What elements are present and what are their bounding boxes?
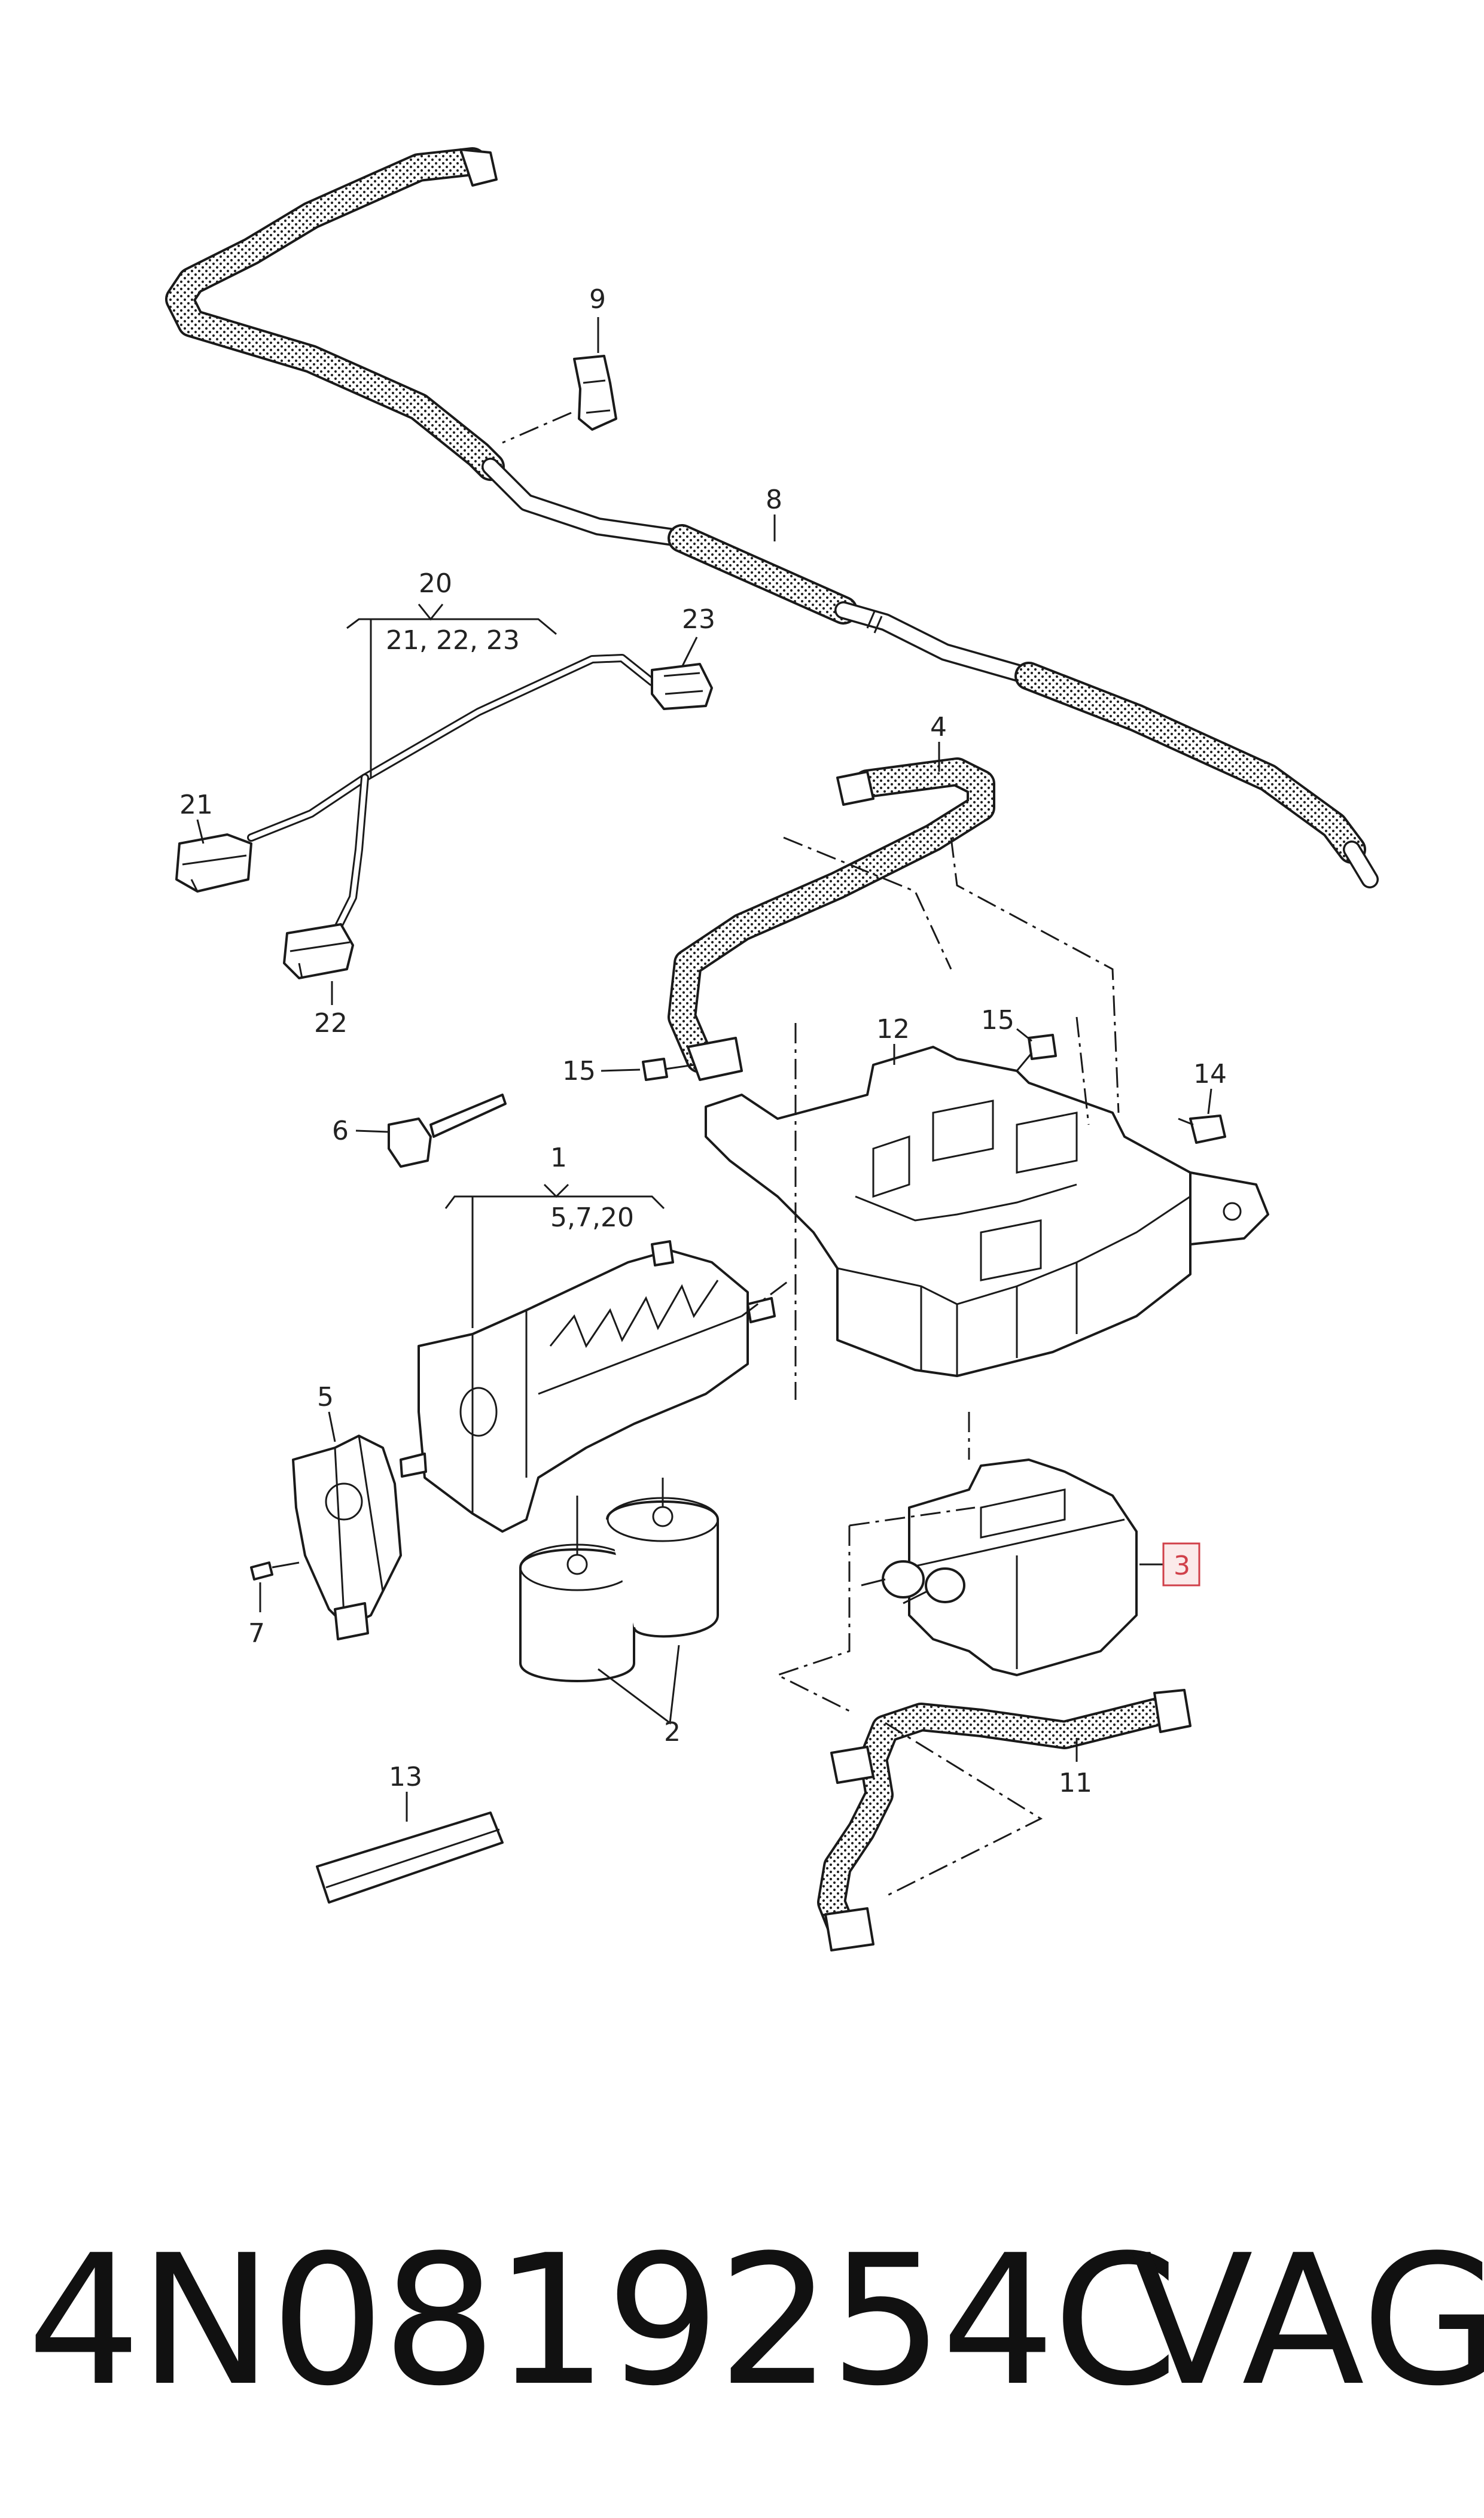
bracket-part-12: 12 <box>705 1014 1269 1400</box>
callout-label-11: 11 <box>1059 1768 1092 1798</box>
brand-text: VAG <box>1130 2216 1484 2425</box>
callout-23: 23 <box>681 604 715 668</box>
callout-21: 21 <box>179 790 213 844</box>
callout-label-12: 12 <box>876 1014 910 1045</box>
hose-part-4: 4 <box>668 712 1120 1113</box>
callout-label-20: 20 <box>419 568 452 599</box>
callout-label-5: 5 <box>317 1382 334 1412</box>
callout-label-15-left: 15 <box>562 1056 596 1086</box>
callout-label-21: 21 <box>179 790 213 820</box>
callout-label-13: 13 <box>389 1762 422 1792</box>
callout-label-9: 9 <box>589 284 606 315</box>
canister-part-3 <box>775 1412 1200 1712</box>
callout-label-23: 23 <box>682 604 715 635</box>
callout-label-14: 14 <box>1193 1059 1227 1089</box>
callout-label-7: 7 <box>248 1618 265 1649</box>
callout-label-6: 6 <box>332 1116 349 1146</box>
bolt-part-15-right: 15 <box>981 1005 1057 1071</box>
wiring-harness-part-20 <box>175 604 713 979</box>
actuator-part-5: 5 <box>292 1382 402 1640</box>
callout-22: 22 <box>314 981 348 1039</box>
clip-part-9: 9 <box>502 284 617 444</box>
callout-label-8: 8 <box>766 485 782 515</box>
pump-housing-part-1 <box>400 1183 790 1533</box>
bolt-part-15-left: 15 <box>562 1056 694 1086</box>
vent-line-part-8 <box>165 147 1379 888</box>
callout-label-1-sub: 5,7,20 <box>550 1202 634 1233</box>
callout-label-15-right: 15 <box>981 1005 1014 1036</box>
clip-part-14: 14 <box>1178 1059 1227 1144</box>
callout-label-3: 3 <box>1174 1551 1190 1581</box>
highlight-box-3 <box>1162 1542 1200 1587</box>
screw-part-7: 7 <box>248 1561 300 1649</box>
hose-part-11: 11 <box>817 1689 1192 1951</box>
callout-label-20-sub: 21, 22, 23 <box>386 625 520 656</box>
sensor-part-6: 6 <box>332 1094 507 1168</box>
callout-label-2: 2 <box>664 1717 681 1747</box>
pad-part-13: 13 <box>316 1762 504 1904</box>
callout-label-1: 1 <box>550 1143 567 1173</box>
part-number-text: 4N0819254C <box>27 2216 1178 2425</box>
callout-label-22: 22 <box>314 1008 348 1039</box>
callout-label-4: 4 <box>930 712 947 742</box>
callout-8: 8 <box>766 485 782 541</box>
damper-part-2: 2 <box>519 1478 719 1747</box>
exploded-parts-diagram: 8 9 20 21, 22, 23 23 21 <box>165 147 1379 1951</box>
